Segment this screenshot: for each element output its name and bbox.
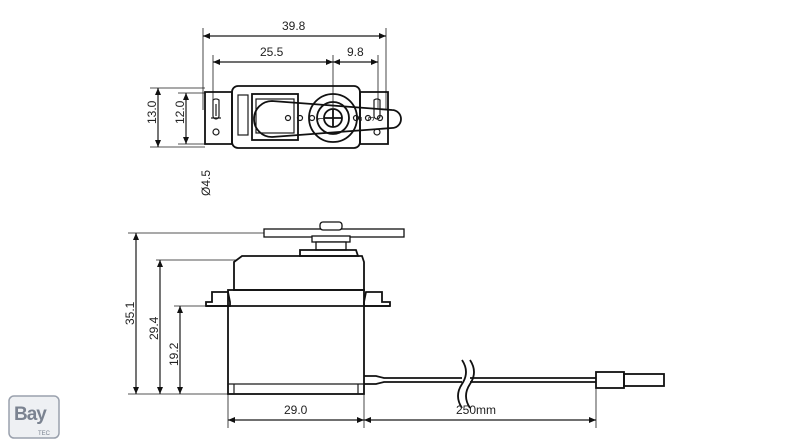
side-view: 35.1 29.4 19.2 xyxy=(123,221,665,428)
svg-text:250mm: 250mm xyxy=(456,403,496,417)
dim-body-height: 29.4 xyxy=(147,260,163,394)
servo-top-cap xyxy=(233,249,365,291)
svg-text:19.2: 19.2 xyxy=(167,342,181,366)
svg-text:29.4: 29.4 xyxy=(147,316,161,340)
svg-text:9.8: 9.8 xyxy=(347,45,364,59)
servo-cable xyxy=(364,359,596,409)
horn-number-3: 3 xyxy=(367,116,376,121)
baytec-logo-icon xyxy=(8,395,60,439)
servo-flange xyxy=(205,291,391,307)
servo-body-side xyxy=(227,289,365,395)
dim-cable-length: 250mm xyxy=(364,403,596,423)
logo-text: Bay xyxy=(14,404,47,425)
dim-flange-height-side: 19.2 xyxy=(167,306,183,394)
logo-subtext: TEC xyxy=(38,431,50,437)
servo-connector xyxy=(595,371,665,389)
dim-hole-spacing: 12.0 xyxy=(173,93,189,144)
dim-hole-diameter: Ø4.5 xyxy=(199,170,213,196)
svg-text:29.0: 29.0 xyxy=(284,403,308,417)
mount-ear-left xyxy=(204,91,233,145)
svg-text:12.0: 12.0 xyxy=(173,100,187,124)
svg-text:35.1: 35.1 xyxy=(123,301,137,325)
svg-text:39.8: 39.8 xyxy=(282,19,306,33)
dim-mount-spacing: 25.5 xyxy=(213,45,333,65)
top-view: 39.8 25.5 9.8 13.0 xyxy=(145,19,402,196)
svg-text:25.5: 25.5 xyxy=(260,45,284,59)
dim-total-height: 35.1 xyxy=(123,233,139,394)
svg-text:13.0: 13.0 xyxy=(145,100,159,124)
dim-flange-height-top: 13.0 xyxy=(145,88,161,147)
servo-horn-side xyxy=(263,221,405,251)
dim-horn-offset: 9.8 xyxy=(333,45,378,65)
servo-body-top xyxy=(231,85,361,149)
dim-body-width: 29.0 xyxy=(228,403,364,423)
dim-overall-width: 39.8 xyxy=(203,19,386,39)
horn-number-1: 1 xyxy=(317,116,326,121)
horn-number-2: 2 xyxy=(355,116,364,121)
servo-horn-top: 1 2 3 xyxy=(253,93,402,143)
